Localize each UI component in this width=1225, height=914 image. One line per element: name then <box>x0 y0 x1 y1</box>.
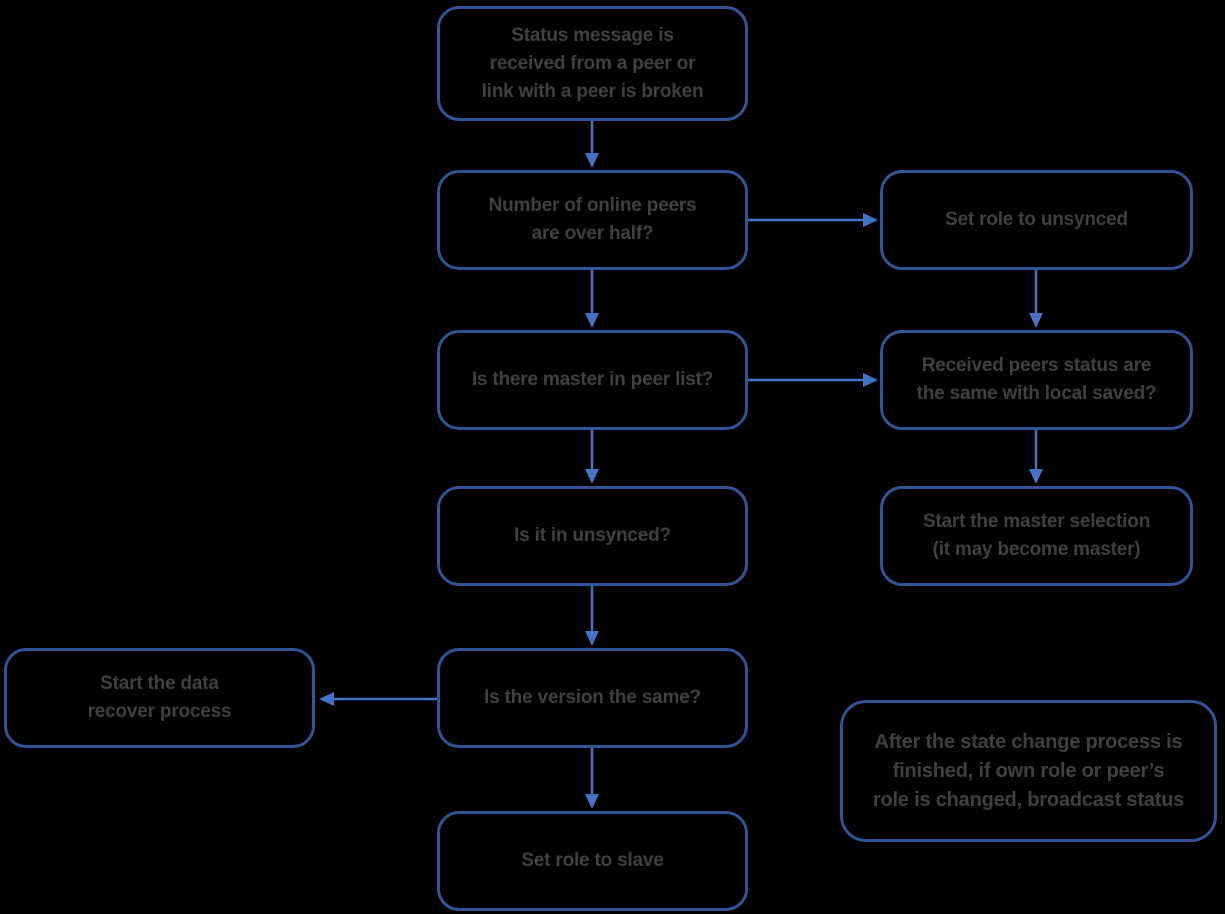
node-set-role-unsynced: Set role to unsynced <box>880 170 1193 270</box>
node-broadcast-status-note: After the state change process is finish… <box>840 700 1217 842</box>
node-is-in-unsynced: Is it in unsynced? <box>437 486 748 586</box>
node-start-data-recover: Start the data recover process <box>4 648 315 748</box>
node-peers-status-same: Received peers status are the same with … <box>880 330 1193 430</box>
node-set-role-slave: Set role to slave <box>437 811 748 911</box>
node-version-same: Is the version the same? <box>437 648 748 748</box>
node-start-master-selection: Start the master selection (it may becom… <box>880 486 1193 586</box>
node-status-received: Status message is received from a peer o… <box>437 6 748 121</box>
node-master-in-peer-list: Is there master in peer list? <box>437 330 748 430</box>
node-peers-over-half: Number of online peers are over half? <box>437 170 748 270</box>
